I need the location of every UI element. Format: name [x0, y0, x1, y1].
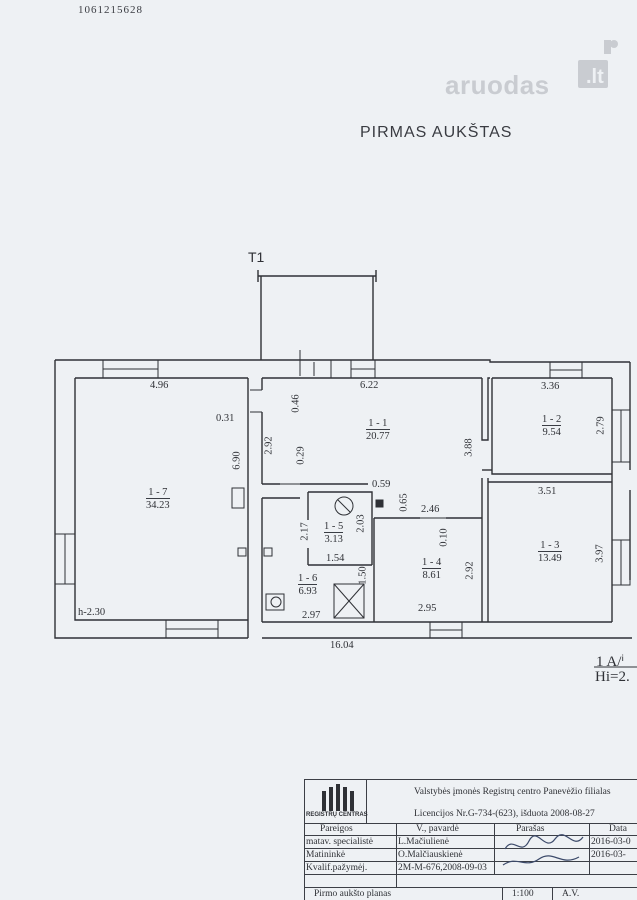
dimension-label: 2.97: [302, 610, 321, 621]
row-date: 2016-03-0: [591, 837, 631, 847]
room-area: 6.93: [298, 584, 318, 597]
license-text: Licencijos Nr.G-734-(623), išduota 2008-…: [414, 809, 595, 819]
dimension-label: 0.59: [372, 479, 391, 490]
room-id: 1 - 2: [542, 414, 562, 425]
dimension-label: 3.51: [538, 486, 557, 497]
room-label: 1 - 2 9.54: [542, 414, 562, 438]
company-name: Valstybės įmonės Registrų centro Panevėž…: [414, 787, 611, 797]
socket-icon: [263, 547, 273, 557]
boiler-icon: [334, 496, 354, 516]
room-label: 1 - 7 34.23: [146, 487, 170, 511]
room-label: 1 - 3 13.49: [538, 540, 562, 564]
header-name: V., pavardė: [416, 824, 459, 834]
windows: [54, 359, 631, 639]
height-code: Hi=2.: [595, 669, 630, 685]
room-label: 1 - 4 8.61: [422, 557, 442, 581]
row-role: Matininkė: [306, 850, 346, 860]
document-code: 1061215628: [78, 4, 143, 16]
row-role: Kvalif.pažymėj.: [306, 863, 368, 873]
room-id: 1 - 6: [298, 573, 318, 584]
page-title: PIRMAS AUKŠTAS: [360, 124, 513, 141]
room-area: 9.54: [542, 425, 562, 438]
room-label: 1 - 5 3.13: [324, 521, 344, 545]
dimension-label: 3.36: [541, 381, 560, 392]
room-area: 20.77: [366, 429, 390, 442]
room-label: 1 - 1 20.77: [366, 418, 390, 442]
dimension-label: 1.54: [326, 553, 345, 564]
dimension-label: 4.96: [150, 380, 169, 391]
handwritten-signature: [502, 834, 584, 866]
room-area: 13.49: [538, 551, 562, 564]
plan-sheet: A.V.: [562, 889, 580, 899]
registru-centras-logo-icon: [322, 784, 354, 811]
row-name: 2M-M-676,2008-09-03: [398, 863, 487, 873]
interior-walls: [247, 377, 612, 622]
header-signature: Parašas: [516, 824, 545, 834]
dimension-label: 0.31: [216, 413, 235, 424]
row-role: matav. specialistė: [306, 837, 373, 847]
title-block: REGISTRŲ CENTRAS Valstybės įmonės Regist…: [304, 779, 637, 900]
logo-text: REGISTRŲ CENTRAS: [306, 812, 368, 818]
header-role: Pareigos: [320, 824, 353, 834]
room-area: 34.23: [146, 498, 170, 511]
row-date: 2016-03-: [591, 850, 626, 860]
room-area: 8.61: [422, 568, 442, 581]
room-id: 1 - 1: [368, 418, 388, 429]
dimension-label: 2.95: [418, 603, 437, 614]
room-id: 1 - 3: [540, 540, 560, 551]
watermark-tld: .lt: [586, 66, 604, 88]
row-name: L.Mačiulienė: [398, 837, 449, 847]
fixtures: [231, 487, 384, 619]
room-id: 1 - 7: [148, 487, 168, 498]
toilet-icon: [265, 593, 285, 611]
plan-scale: 1:100: [512, 889, 534, 899]
dimension-label: 2.46: [421, 504, 440, 515]
terrace-outline: [257, 270, 377, 360]
scale-code: 1 A/ⁱ: [596, 654, 625, 670]
dimension-label: 6.22: [360, 380, 379, 391]
height-mark: h-2.30: [78, 607, 106, 618]
terrace-label: T1: [248, 249, 265, 265]
room-area: 3.13: [324, 532, 344, 545]
socket-icon: [237, 547, 247, 557]
header-date: Data: [609, 824, 627, 834]
room-id: 1 - 5: [324, 521, 344, 532]
room-id: 1 - 4: [422, 557, 442, 568]
radiator-icon: [231, 487, 245, 509]
dimension-label: 16.04: [330, 640, 354, 651]
watermark-text: aruodas: [445, 70, 550, 100]
room-label: 1 - 6 6.93: [298, 573, 318, 597]
plan-name: Pirmo aukšto planas: [314, 889, 392, 899]
shower-icon: [333, 583, 365, 619]
chimney-icon: [375, 499, 384, 508]
row-name: O.Malčiauskienė: [398, 850, 463, 860]
doors: [250, 350, 446, 519]
